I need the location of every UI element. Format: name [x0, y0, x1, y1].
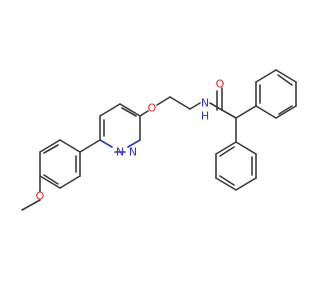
- pyridazine-ring: [99, 103, 141, 153]
- ethyl-bond-2: [189, 102, 201, 110]
- ethyl-bond-1: [169, 96, 191, 110]
- atom-label-ring-nitrogen-1: N: [116, 146, 124, 159]
- upper-phenyl-link: [235, 105, 257, 119]
- alpha-carbon-bond: [221, 109, 237, 119]
- lower-phenyl-ring: [215, 141, 257, 191]
- ether-bond-1: [139, 110, 149, 117]
- atom-label-ring-nitrogen-2: N: [129, 146, 137, 159]
- structure-diagram: O N N O N H O: [21, 69, 297, 211]
- upper-phenyl-ring: [255, 69, 297, 119]
- amide-n-c-bond: [209, 102, 223, 111]
- atom-label-amide-nitrogen: N: [201, 97, 209, 110]
- ether-bond-2: [156, 96, 171, 106]
- methoxyphenyl-ring: [39, 139, 81, 189]
- atom-label-carbonyl-oxygen: O: [216, 78, 225, 91]
- atom-label-amide-hydrogen: H: [201, 110, 209, 123]
- aryl-link-bond: [79, 139, 101, 153]
- atom-label-ether-oxygen: O: [148, 102, 157, 115]
- molecule-svg: O N N O N H O: [21, 69, 297, 211]
- methoxy-bond-2: [21, 199, 41, 211]
- atom-label-methoxy-oxygen: O: [36, 190, 45, 203]
